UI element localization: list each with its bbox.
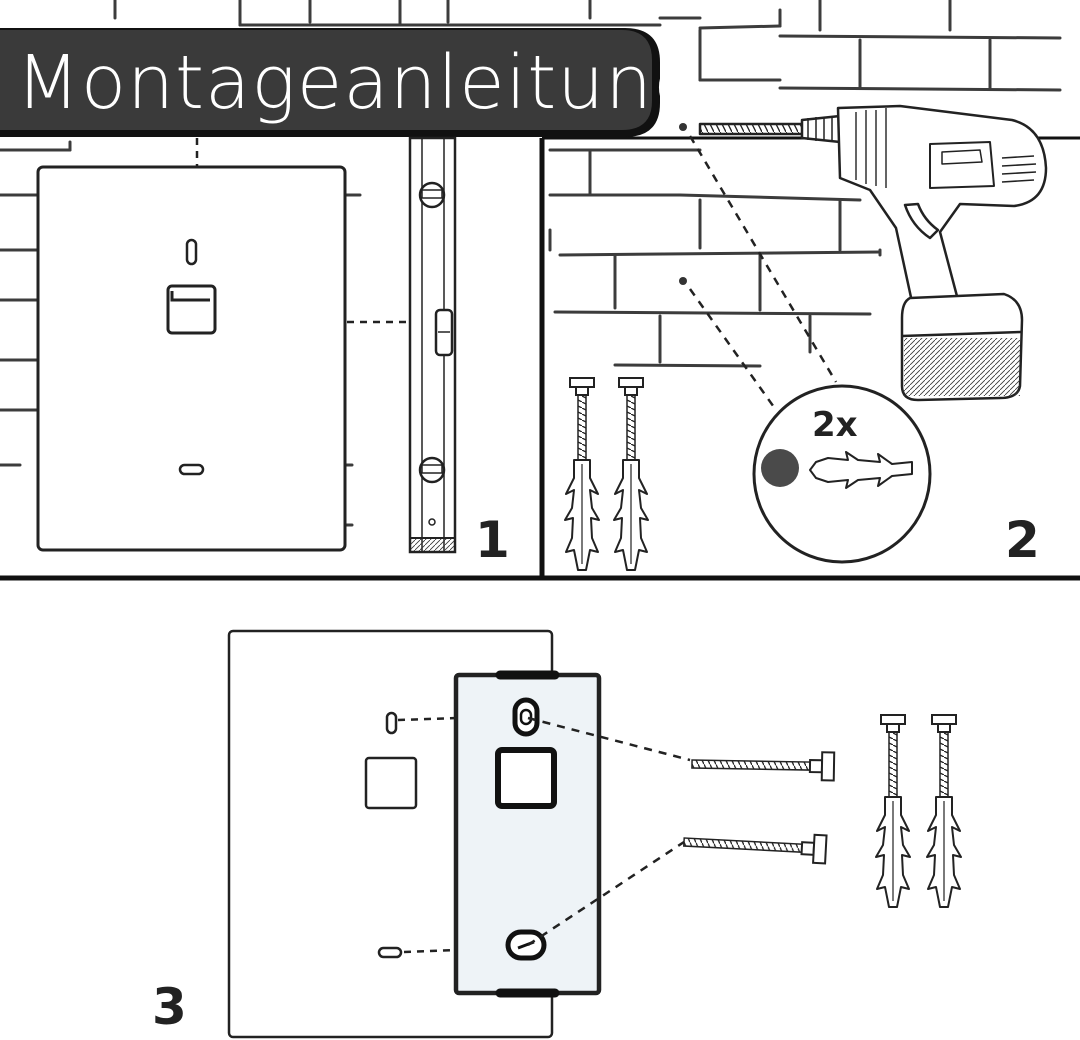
power-drill-icon xyxy=(698,104,1048,402)
brick-line xyxy=(553,310,872,316)
wall-plug-icon xyxy=(809,451,913,489)
screws-horizontal xyxy=(682,749,836,865)
brick-line xyxy=(698,24,782,30)
step-3-panel: 3 xyxy=(152,629,961,1039)
brick-wall-background xyxy=(0,0,1062,527)
callout-circle: 2x xyxy=(752,384,932,564)
drill-hole-icon xyxy=(761,449,799,487)
drill-mark-top xyxy=(679,123,687,131)
brick-line xyxy=(558,250,882,257)
bracket-icon xyxy=(453,670,602,998)
step-3-number: 3 xyxy=(152,978,187,1036)
step-1-number: 1 xyxy=(475,511,510,569)
step-1-panel: 1 xyxy=(36,136,510,569)
screw-icon xyxy=(565,378,648,570)
page-title: Montageanleitung xyxy=(16,40,698,126)
step-2-panel: 2x 2 xyxy=(565,104,1048,570)
brick-line xyxy=(613,363,762,368)
drill-mark-bottom xyxy=(679,277,687,285)
callout-quantity: 2x xyxy=(812,405,858,445)
brick-line xyxy=(778,34,1062,40)
brick-line xyxy=(678,193,862,202)
step-2-number: 2 xyxy=(1005,511,1040,569)
title-banner: Montageanleitung xyxy=(0,28,698,137)
wall-plugs xyxy=(876,715,961,907)
spirit-level-icon xyxy=(408,136,457,554)
picture-frame-icon xyxy=(36,165,347,552)
brick-line xyxy=(778,86,1062,92)
